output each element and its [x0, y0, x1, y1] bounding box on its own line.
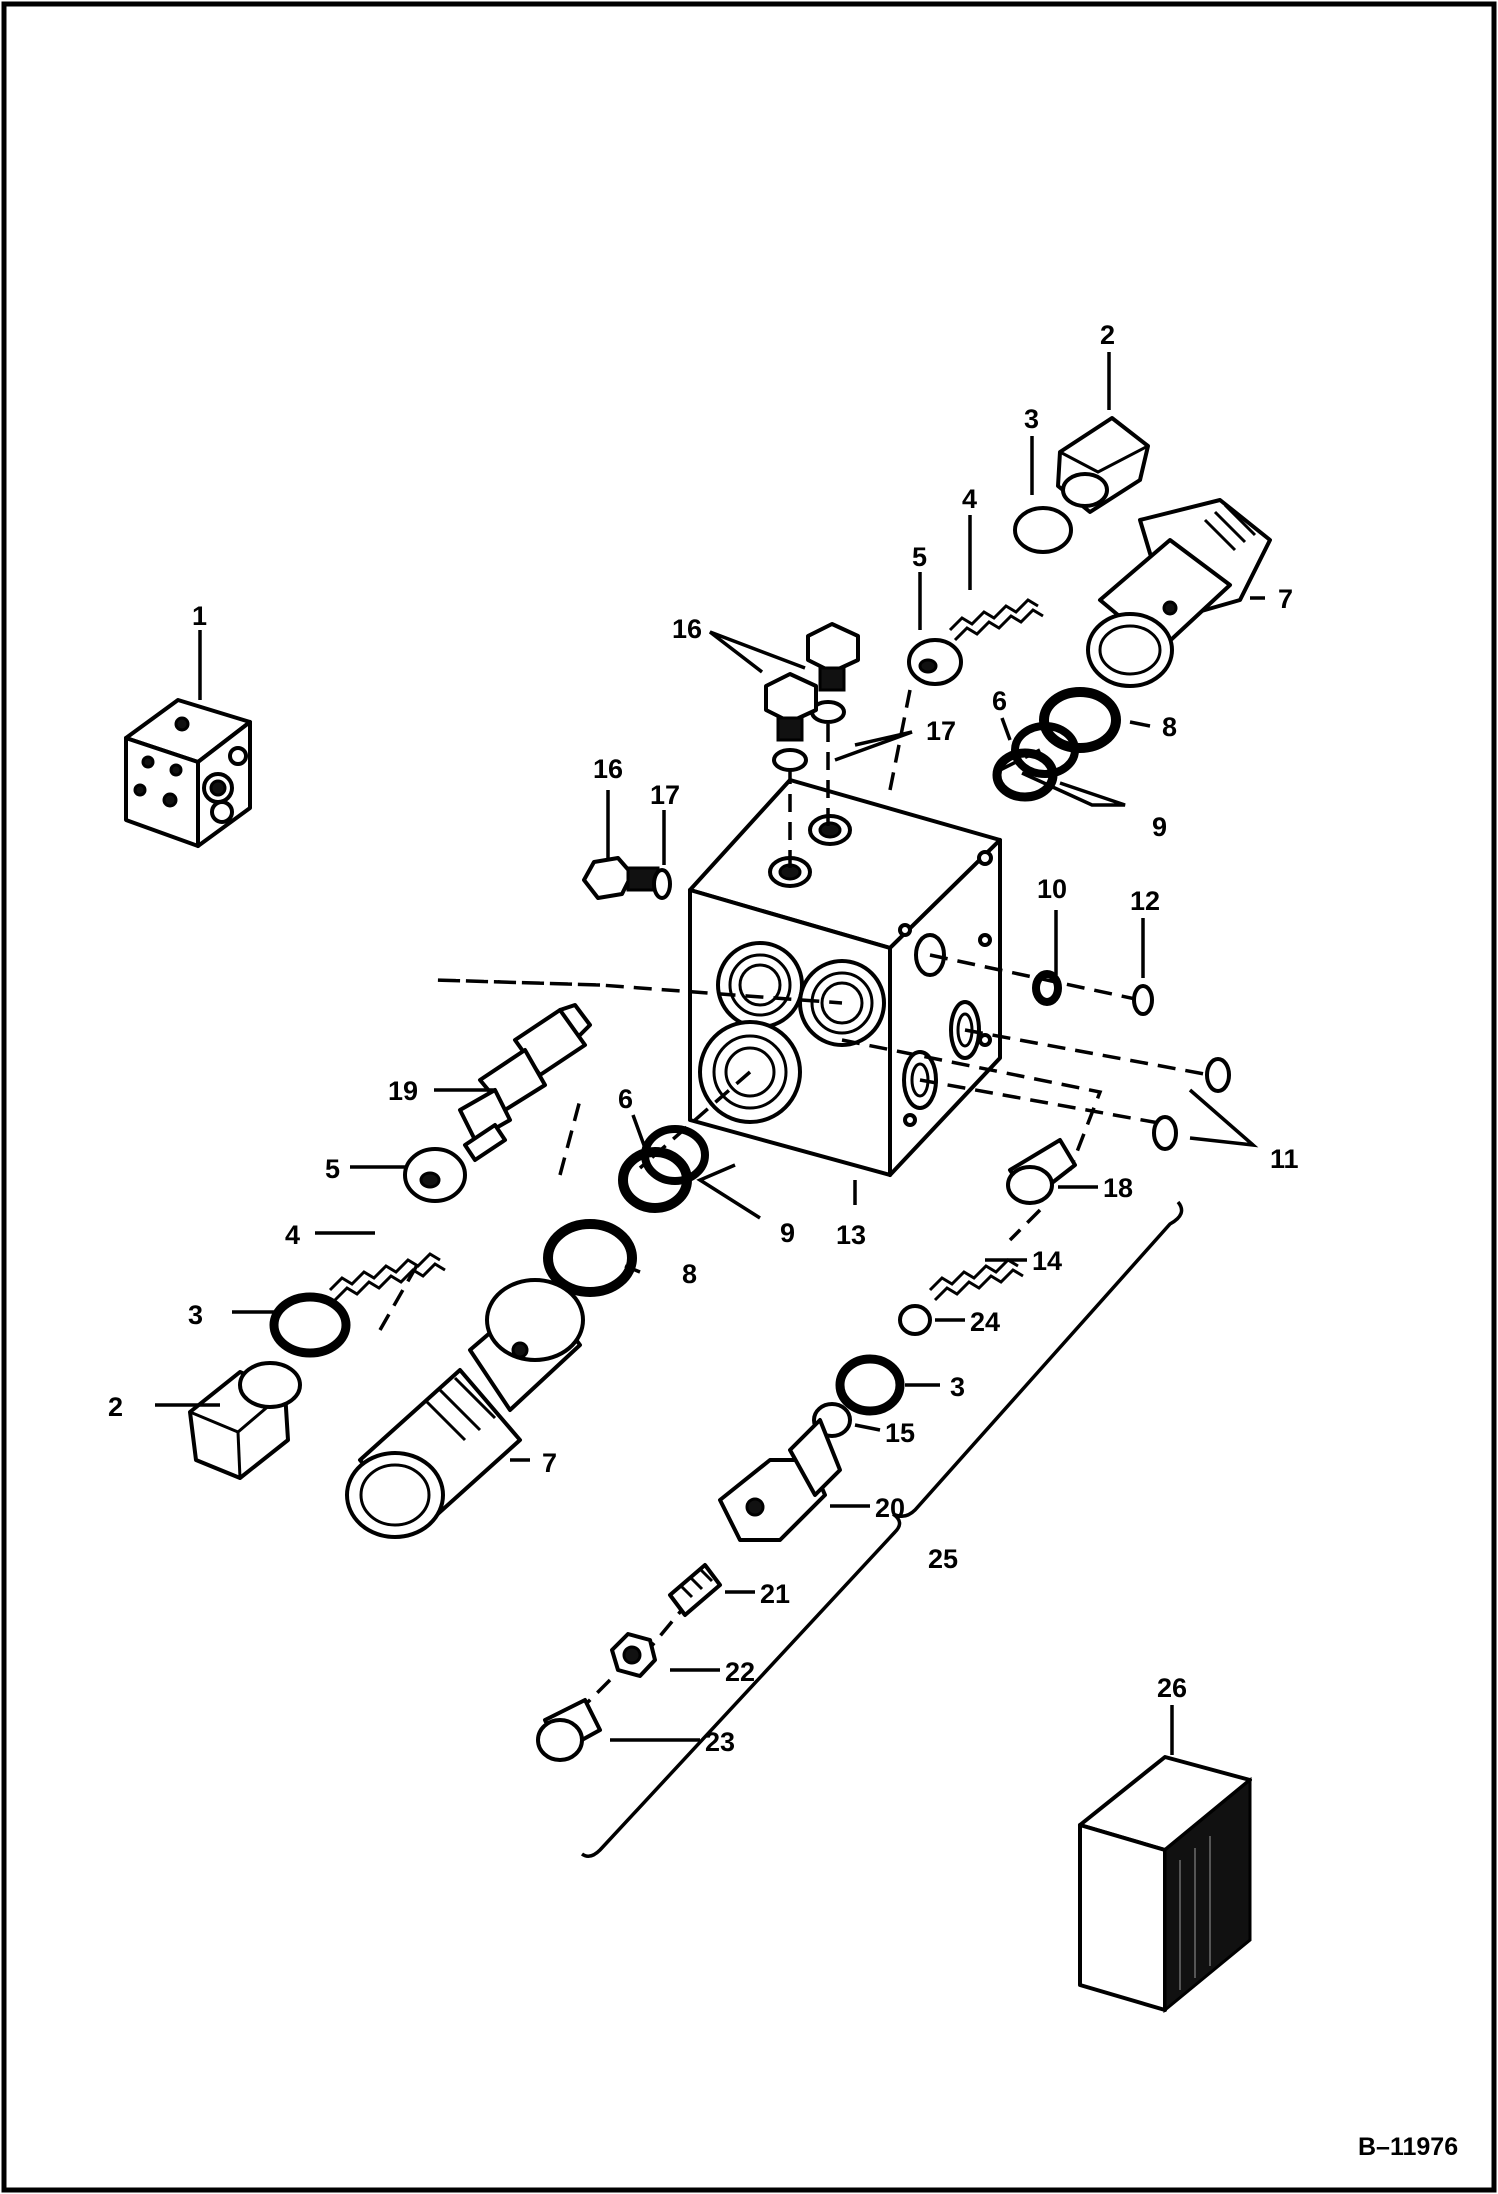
locknut-22 — [610, 1632, 657, 1678]
callout-7-upper: 7 — [1278, 584, 1293, 614]
callout-8-lower: 8 — [682, 1259, 697, 1289]
callout-16-side: 16 — [593, 754, 623, 784]
oring-11-lower — [1152, 1115, 1178, 1151]
upper-backup-rings-9 — [992, 722, 1079, 802]
callout-21: 21 — [760, 1579, 790, 1609]
callout-10: 10 — [1037, 874, 1067, 904]
callout-3-lower: 3 — [188, 1300, 203, 1330]
callouts: 1 2 3 4 5 7 16 6 17 8 9 16 17 10 12 11 1… — [108, 320, 1299, 1757]
lower-spring-4 — [328, 1252, 446, 1302]
callout-2-upper: 2 — [1100, 320, 1115, 350]
callout-16-upper: 16 — [672, 614, 702, 644]
oring-3-kit — [835, 1354, 905, 1416]
callout-13: 13 — [836, 1220, 866, 1250]
lower-backup-rings-9 — [618, 1125, 709, 1213]
seal-10 — [1032, 970, 1062, 1006]
callout-19: 19 — [388, 1076, 418, 1106]
callout-23: 23 — [705, 1727, 735, 1757]
oring-17-side — [652, 868, 672, 900]
callout-26: 26 — [1157, 1673, 1187, 1703]
callout-18: 18 — [1103, 1173, 1133, 1203]
callout-24: 24 — [970, 1307, 1000, 1337]
callout-20: 20 — [875, 1493, 905, 1523]
callout-22: 22 — [725, 1657, 755, 1687]
oring-11-upper — [1205, 1057, 1231, 1093]
ball-seat-24 — [898, 1304, 932, 1336]
callout-14: 14 — [1032, 1246, 1062, 1276]
oring-12 — [1132, 984, 1154, 1016]
callout-5-lower: 5 — [325, 1154, 340, 1184]
callout-6-upper: 6 — [992, 686, 1007, 716]
oring-17-upper-left — [772, 748, 808, 772]
seal-kit-26 — [1078, 1755, 1252, 2014]
cap-23 — [536, 1698, 602, 1762]
callout-5-upper: 5 — [912, 542, 927, 572]
plug-16-upper-left — [764, 672, 818, 742]
callout-9-lower: 9 — [780, 1218, 795, 1248]
callout-17-side: 17 — [650, 780, 680, 810]
callout-7-lower: 7 — [542, 1448, 557, 1478]
adjuster-body-20 — [718, 1418, 842, 1542]
callout-15: 15 — [885, 1418, 915, 1448]
upper-spring-4 — [948, 598, 1044, 642]
figure-reference: B–11976 — [1358, 2133, 1458, 2161]
lower-plug-2 — [188, 1361, 302, 1480]
lower-cartridge-7 — [345, 1278, 585, 1539]
callout-6-lower: 6 — [618, 1084, 633, 1114]
valve-assembly-thumbnail — [124, 698, 252, 848]
kit-bracket-25 — [580, 1200, 1184, 1858]
callout-4-upper: 4 — [962, 484, 977, 514]
plug-16-upper-right — [806, 622, 860, 692]
callout-3-kit: 3 — [950, 1372, 965, 1402]
spool-19 — [458, 1003, 592, 1162]
lower-poppet-5 — [403, 1147, 467, 1203]
callout-8-upper: 8 — [1162, 712, 1177, 742]
callout-11: 11 — [1270, 1144, 1299, 1174]
callout-17-upper: 17 — [926, 716, 956, 746]
callout-3-upper: 3 — [1024, 404, 1039, 434]
spring-14 — [928, 1258, 1024, 1302]
upper-oring-8 — [1039, 687, 1121, 753]
upper-cartridge-7 — [1086, 498, 1272, 688]
valve-block — [688, 778, 1002, 1177]
poppet-18 — [1006, 1138, 1077, 1205]
callout-9-upper: 9 — [1152, 812, 1167, 842]
callout-25: 25 — [928, 1544, 958, 1574]
callout-12: 12 — [1130, 886, 1160, 916]
callout-4-lower: 4 — [285, 1220, 300, 1250]
lower-oring-8 — [543, 1219, 637, 1297]
lower-oring-3 — [269, 1292, 351, 1358]
leader-lines — [155, 352, 1265, 1742]
adjusting-screw-21 — [668, 1563, 722, 1617]
upper-poppet-5 — [907, 638, 963, 686]
callout-2-lower: 2 — [108, 1392, 123, 1422]
callout-1: 1 — [192, 601, 207, 631]
plug-16-side — [582, 856, 660, 900]
upper-plug-2 — [1056, 416, 1150, 514]
upper-oring-3 — [1013, 506, 1073, 554]
